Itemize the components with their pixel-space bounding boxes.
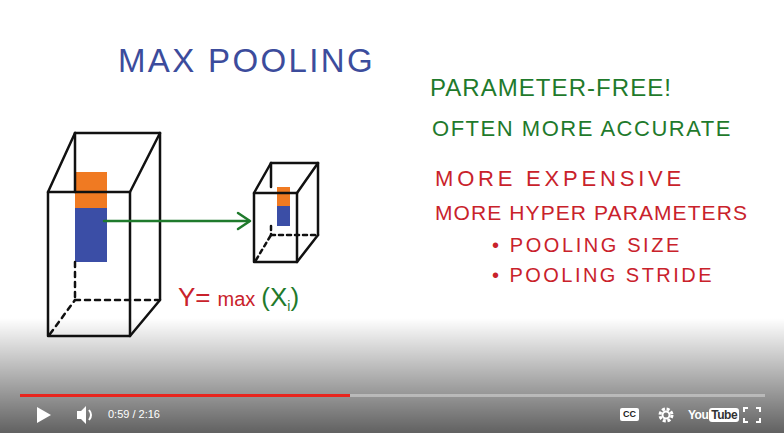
formula-function: max xyxy=(218,289,256,309)
captions-button: CC xyxy=(620,408,639,421)
play-icon xyxy=(37,407,51,423)
logo-text: You xyxy=(688,409,708,421)
player-shade xyxy=(0,318,784,433)
bullet-item: • POOLING SIZE xyxy=(492,235,682,255)
formula-argument: ) xyxy=(290,284,299,310)
slide-title: MAX POOLING xyxy=(118,44,375,77)
pooling-window-bottom xyxy=(75,208,107,262)
progress-played xyxy=(20,394,350,397)
output-cell-top xyxy=(277,187,290,206)
volume-icon xyxy=(77,406,91,424)
time-display: 0:59 / 2:16 xyxy=(108,409,160,420)
progress-track xyxy=(20,394,765,397)
formula: Y= max(Xi) xyxy=(178,284,299,310)
fullscreen-icon xyxy=(744,408,760,422)
drawback-note: MORE HYPER PARAMETERS xyxy=(435,202,748,223)
advantage-note: PARAMETER-FREE! xyxy=(430,76,672,100)
input-volume xyxy=(48,133,160,336)
output-cell-bottom xyxy=(277,206,290,226)
formula-subscript: i xyxy=(287,299,290,313)
drawback-note: MORE EXPENSIVE xyxy=(435,168,685,190)
captions-label: CC xyxy=(620,408,639,421)
advantage-note: OFTEN MORE ACCURATE xyxy=(432,118,732,140)
formula-argument: (X xyxy=(261,284,287,310)
output-volume xyxy=(254,163,318,262)
pooling-arrow xyxy=(104,213,250,229)
bullet-item: • POOLING STRIDE xyxy=(492,265,714,285)
logo-text: Tube xyxy=(709,408,739,422)
formula-output: Y= xyxy=(178,284,211,310)
pooling-window-top xyxy=(75,172,107,208)
settings-icon xyxy=(660,409,672,421)
player-logo: YouTube xyxy=(688,408,739,422)
